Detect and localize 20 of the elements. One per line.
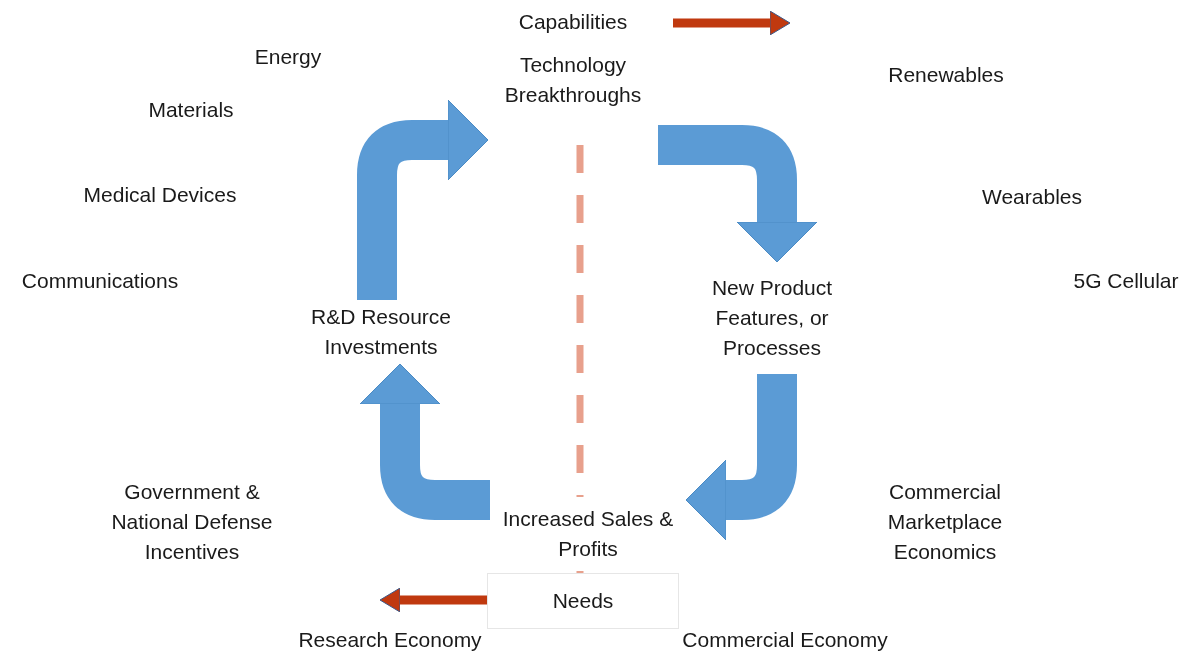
text-label: Capabilities xyxy=(518,9,628,35)
text-label: Commercial Economy xyxy=(682,627,888,653)
curved-arrow xyxy=(685,374,797,541)
text-label: Materials xyxy=(148,97,234,123)
text-label: Wearables xyxy=(982,184,1082,210)
text-label: Medical Devices xyxy=(83,182,237,208)
curved-arrow xyxy=(357,99,489,300)
node-label: Technology Breakthroughs xyxy=(488,50,658,162)
text-label: Renewables xyxy=(888,62,1004,88)
text-label: Research Economy xyxy=(298,627,482,653)
text-label: Communications xyxy=(21,268,179,294)
label-box: Needs xyxy=(487,573,679,629)
node-label: New Product Features, or Processes xyxy=(701,262,843,374)
text-label: 5G Cellular xyxy=(1073,268,1179,294)
curved-arrow xyxy=(658,125,818,263)
curved-arrow xyxy=(359,363,490,520)
text-label: Government & National Defense Incentives xyxy=(110,479,274,565)
text-label: Commercial Marketplace Economics xyxy=(886,479,1004,565)
text-label: Energy xyxy=(254,44,322,70)
node-label: R&D Resource Investments xyxy=(286,300,476,364)
